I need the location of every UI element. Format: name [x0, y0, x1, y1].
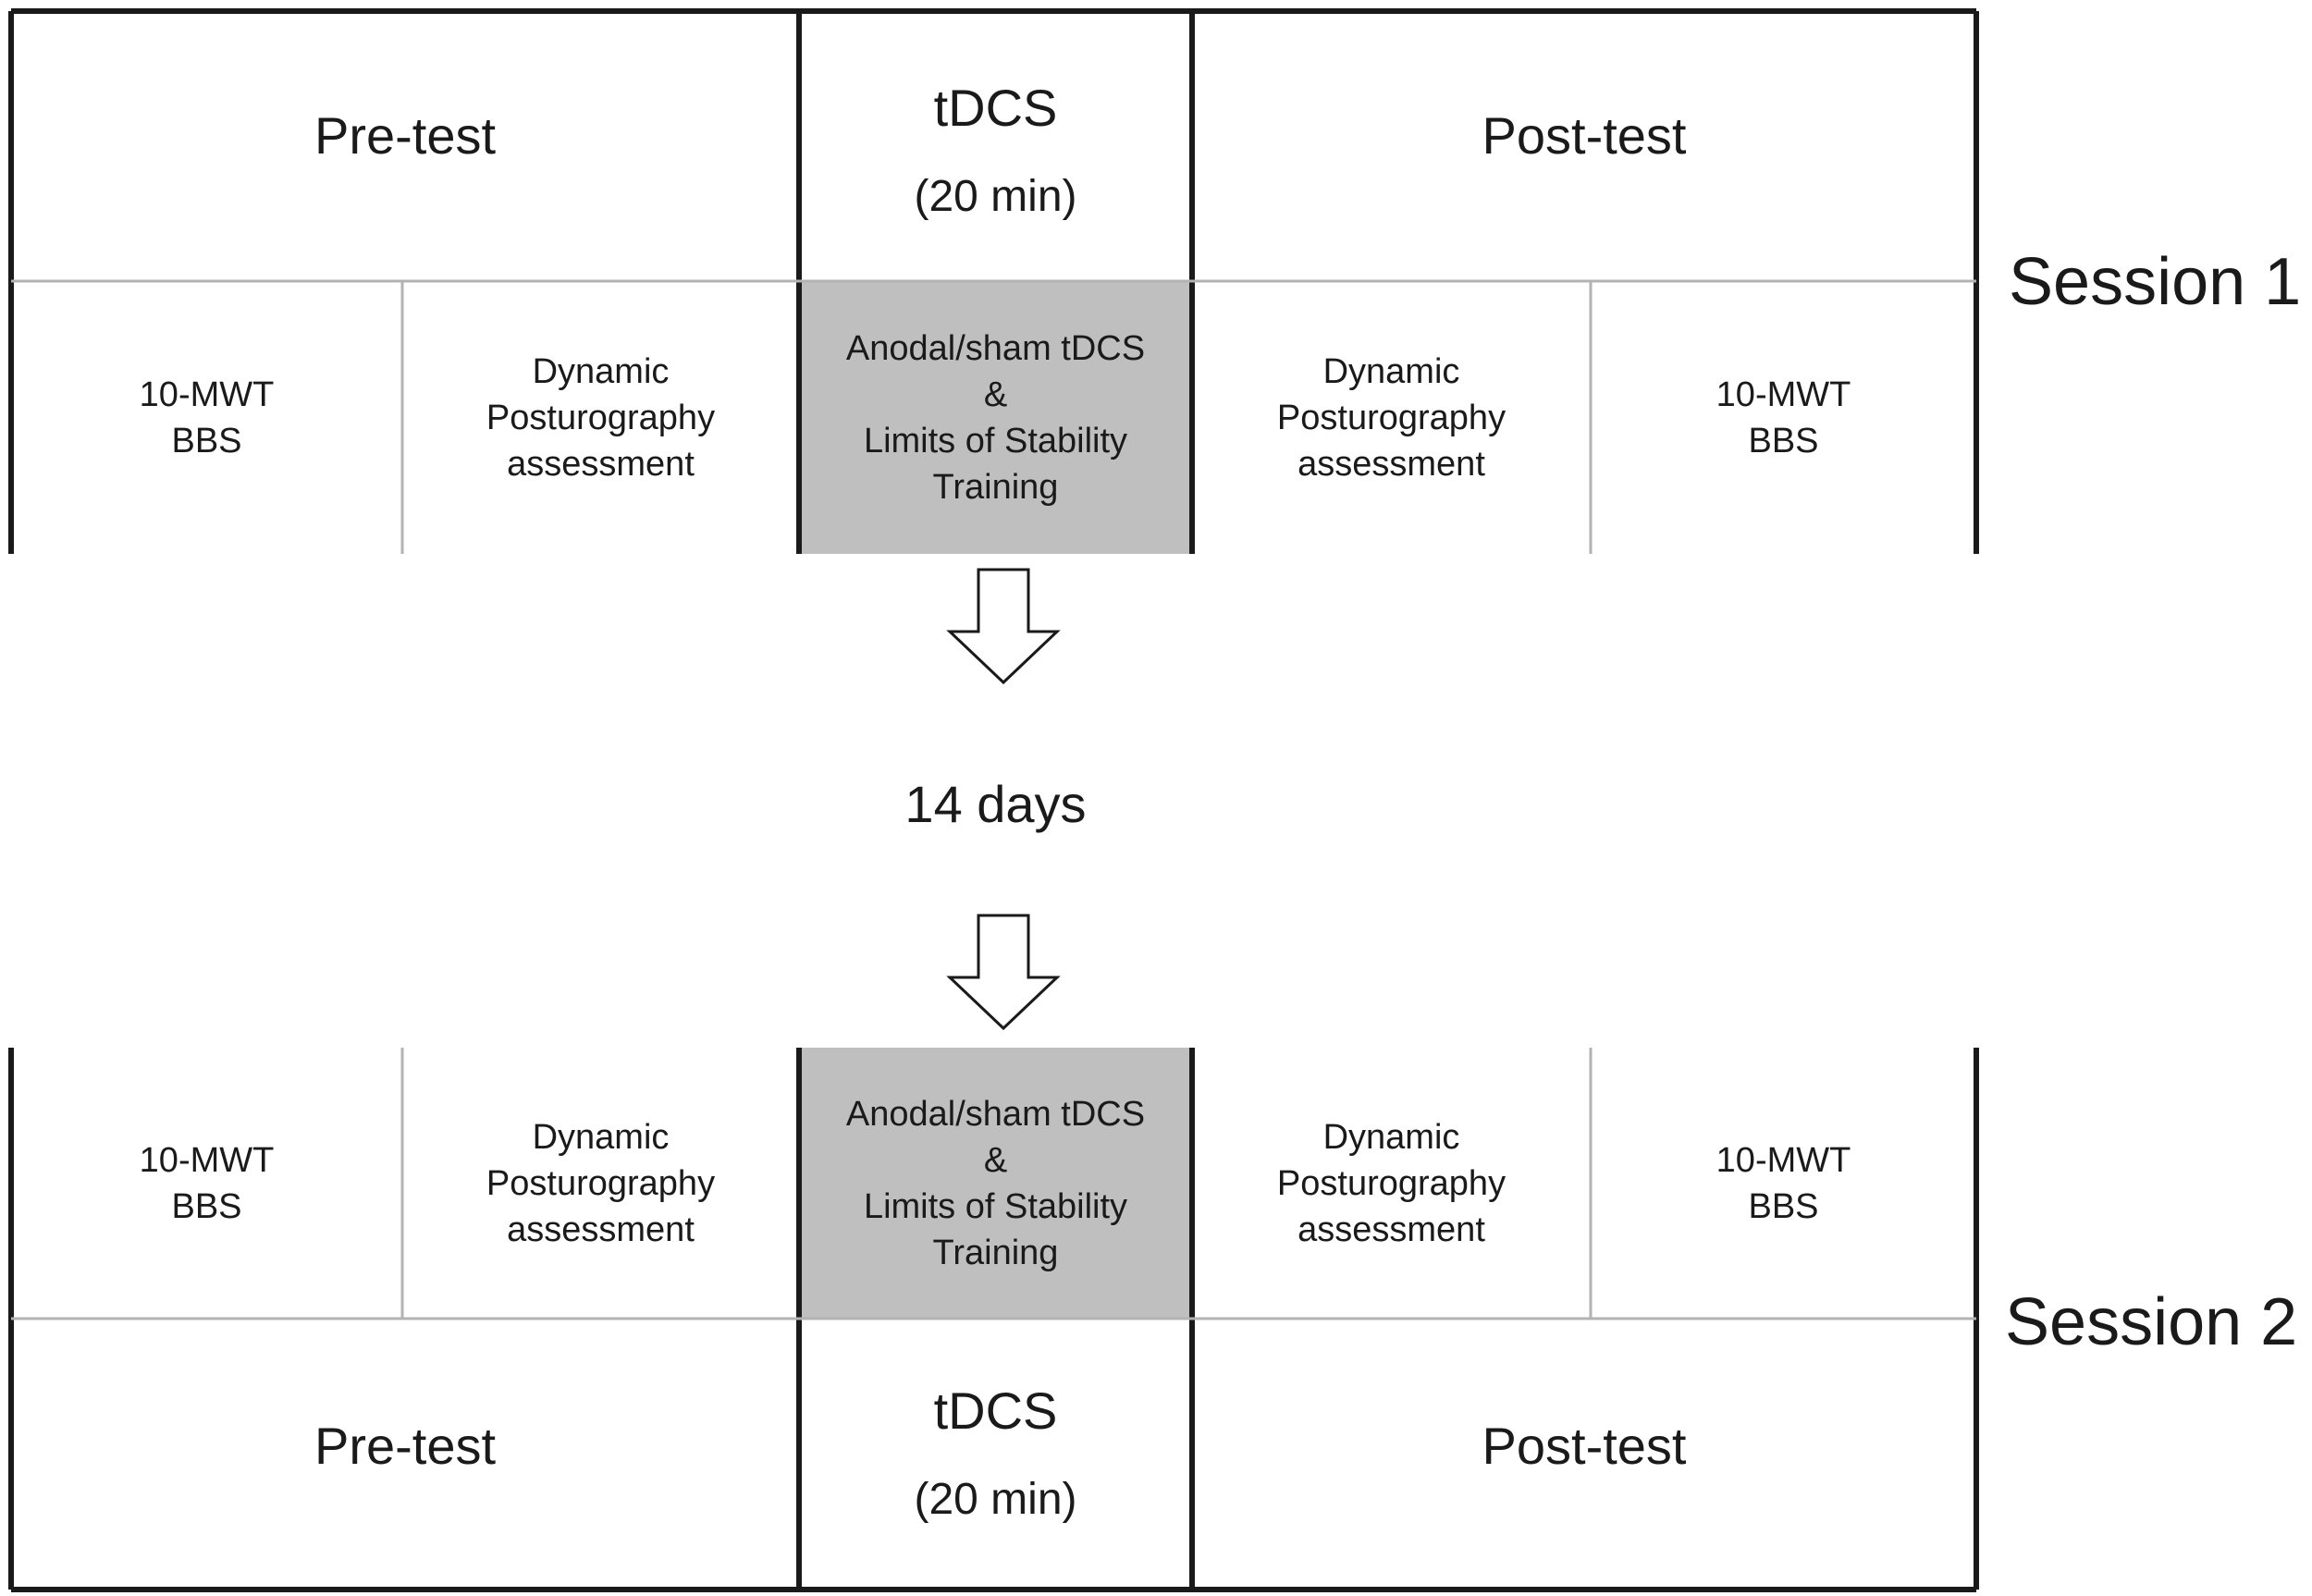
cell-text-line: Dynamic — [1322, 1117, 1460, 1157]
cell-text-line: BBS — [171, 1186, 242, 1226]
cell-text-line: Limits of Stability — [863, 421, 1128, 460]
session-1-post-test-label: Post-test — [1482, 106, 1687, 165]
cell-text-line: Dynamic — [1322, 351, 1460, 391]
session-2-tdcs-cell: tDCS (20 min) — [799, 1319, 1192, 1590]
session-2-post-test-label: Post-test — [1482, 1416, 1687, 1475]
cell-text-line: Training — [932, 1233, 1059, 1272]
tdcs-duration: (20 min) — [914, 1475, 1077, 1525]
session-2-pre-test-label: Pre-test — [314, 1416, 497, 1475]
session-2-pre-clinical-tests: 10-MWT BBS — [11, 1048, 402, 1319]
cell-text-line: 10-MWT — [139, 1140, 275, 1180]
cell-text-line: Limits of Stability — [863, 1186, 1128, 1226]
cell-text-line: Posturography — [1276, 398, 1506, 437]
session-2-post-clinical-tests: 10-MWT BBS — [1591, 1048, 1976, 1319]
cell-text-line: BBS — [1748, 1186, 1819, 1226]
session-1-post-clinical-tests: 10-MWT BBS — [1591, 281, 1976, 554]
cell-text-line: 10-MWT — [139, 374, 275, 414]
tdcs-label: tDCS — [933, 1381, 1058, 1441]
cell-text-line: Anodal/sham tDCS — [845, 328, 1146, 368]
cell-text-line: Training — [932, 467, 1059, 507]
session-1-tdcs-cell: tDCS (20 min) — [799, 11, 1192, 281]
cell-text-line: assessment — [507, 1209, 695, 1249]
interval-label: 14 days — [904, 775, 1087, 833]
cell-text-line: Dynamic — [532, 351, 670, 391]
cell-text-line: Posturography — [1276, 1163, 1506, 1203]
down-arrow-icon — [946, 568, 1061, 685]
cell-text-line: & — [983, 1140, 1008, 1180]
cell-text-line: 10-MWT — [1716, 1140, 1851, 1180]
session-1-pre-test-label: Pre-test — [314, 106, 497, 165]
intervention-cell-fill — [799, 281, 1192, 554]
cell-text-line: assessment — [507, 444, 695, 484]
cell-text-line: BBS — [171, 421, 242, 460]
session-1-label: Session 1 — [2009, 245, 2302, 319]
cell-text-line: Posturography — [486, 398, 716, 437]
tdcs-label: tDCS — [933, 78, 1058, 137]
down-arrow-icon — [946, 914, 1061, 1031]
cell-text-line: Dynamic — [532, 1117, 670, 1157]
tdcs-duration: (20 min) — [914, 171, 1077, 221]
cell-text-line: 10-MWT — [1716, 374, 1851, 414]
session-1-table — [8, 8, 1979, 554]
cell-text-line: assessment — [1297, 444, 1485, 484]
session-2-label: Session 2 — [2005, 1285, 2298, 1359]
cell-text-line: BBS — [1748, 421, 1819, 460]
cell-text-line: Anodal/sham tDCS — [845, 1094, 1146, 1134]
cell-text-line: Posturography — [486, 1163, 716, 1203]
session-2-table — [8, 1048, 1979, 1592]
intervention-cell-fill — [799, 1048, 1192, 1319]
cell-text-line: assessment — [1297, 1209, 1485, 1249]
cell-text-line: & — [983, 374, 1008, 414]
session-1-pre-clinical-tests: 10-MWT BBS — [11, 281, 402, 554]
